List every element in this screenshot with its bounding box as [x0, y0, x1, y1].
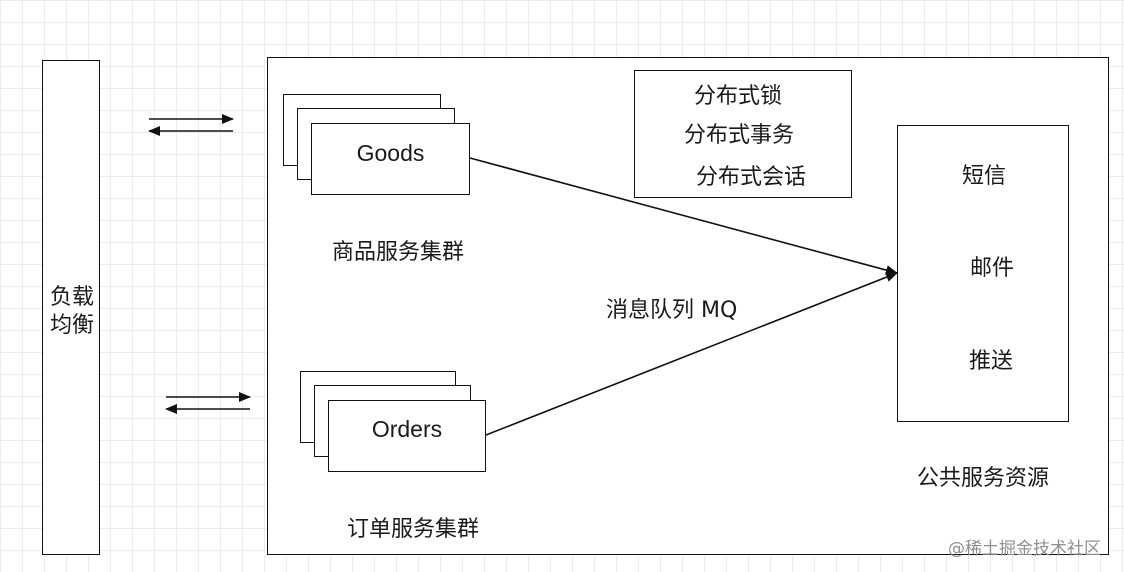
goods-to-public-connector: [469, 157, 898, 275]
public-service-sms: 短信: [962, 164, 1007, 189]
watermark: @稀土掘金技术社区: [948, 539, 1101, 559]
distributed-item-session: 分布式会话: [696, 165, 807, 190]
orders-node: Orders: [328, 400, 486, 472]
lb-orders-arrows: [165, 392, 251, 414]
mq-label: 消息队列 MQ: [606, 298, 738, 323]
orders-to-public-connector: [485, 272, 898, 436]
lb-goods-arrows: [148, 114, 234, 136]
distributed-services-box: [634, 70, 852, 198]
goods-node: Goods: [311, 123, 470, 195]
public-services-box: [897, 125, 1069, 422]
public-services-caption: 公共服务资源: [917, 466, 1050, 491]
public-service-push: 推送: [969, 349, 1014, 374]
goods-node-label: Goods: [356, 139, 425, 166]
goods-cluster-caption: 商品服务集群: [332, 240, 465, 265]
load-balancer-label-2: 均衡: [49, 313, 94, 338]
orders-node-label: Orders: [371, 415, 443, 442]
orders-cluster-caption: 订单服务集群: [347, 517, 480, 542]
load-balancer-box: 负载 均衡: [42, 60, 100, 555]
distributed-item-lock: 分布式锁: [694, 84, 783, 109]
distributed-item-transaction: 分布式事务: [684, 123, 795, 148]
load-balancer-label-1: 负载: [49, 285, 94, 310]
public-service-email: 邮件: [970, 256, 1015, 281]
